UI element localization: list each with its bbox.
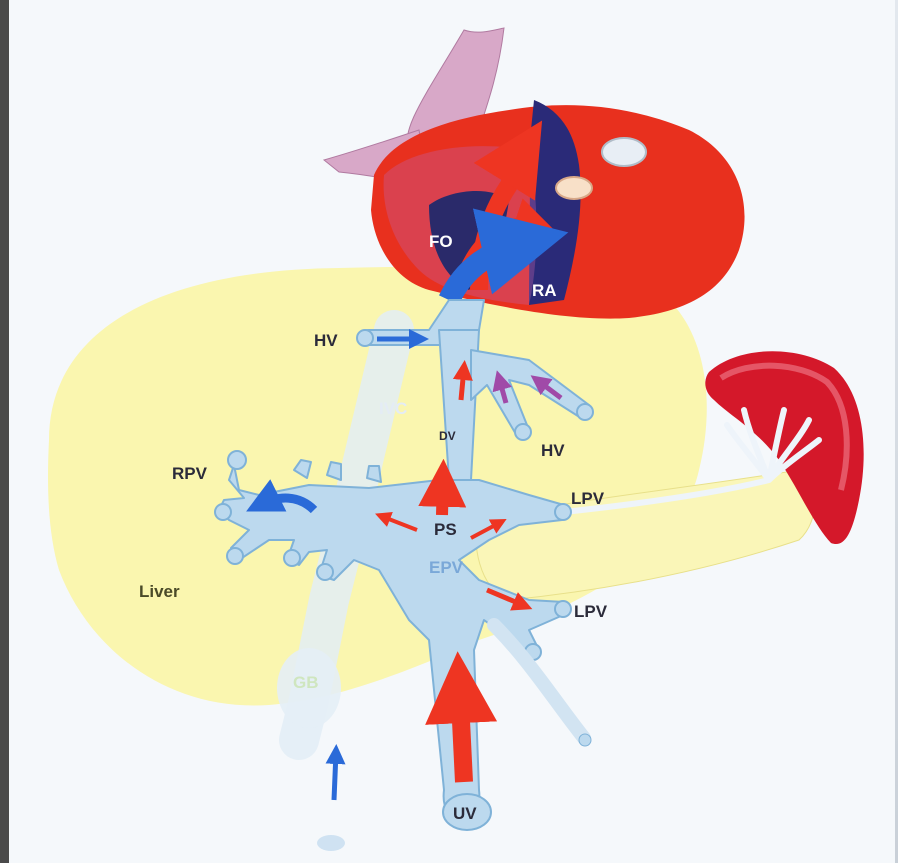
valve-top xyxy=(602,138,646,166)
label-ra: RA xyxy=(532,281,557,300)
label-ivc: IVC xyxy=(379,399,407,418)
label-ps: PS xyxy=(434,520,457,539)
arrow-ps-up xyxy=(442,478,443,515)
label-epv: EPV xyxy=(429,558,464,577)
fetal-circulation-diagram: FO RA xyxy=(9,0,898,863)
valve-mid xyxy=(556,177,592,199)
label-liver: Liver xyxy=(139,582,180,601)
label-hv-bottom: HV xyxy=(541,441,565,460)
label-dv: DV xyxy=(439,429,456,443)
arrow-ivc-bottom xyxy=(334,752,336,800)
label-uv: UV xyxy=(453,804,477,823)
arrow-uv xyxy=(459,680,464,782)
label-lpv-top: LPV xyxy=(571,489,605,508)
label-rpv: RPV xyxy=(172,464,208,483)
label-gb: GB xyxy=(293,673,319,692)
label-fo: FO xyxy=(429,232,453,251)
arrow-dv xyxy=(461,368,464,400)
label-hv-top: HV xyxy=(314,331,338,350)
label-lpv-bottom: LPV xyxy=(574,602,608,621)
